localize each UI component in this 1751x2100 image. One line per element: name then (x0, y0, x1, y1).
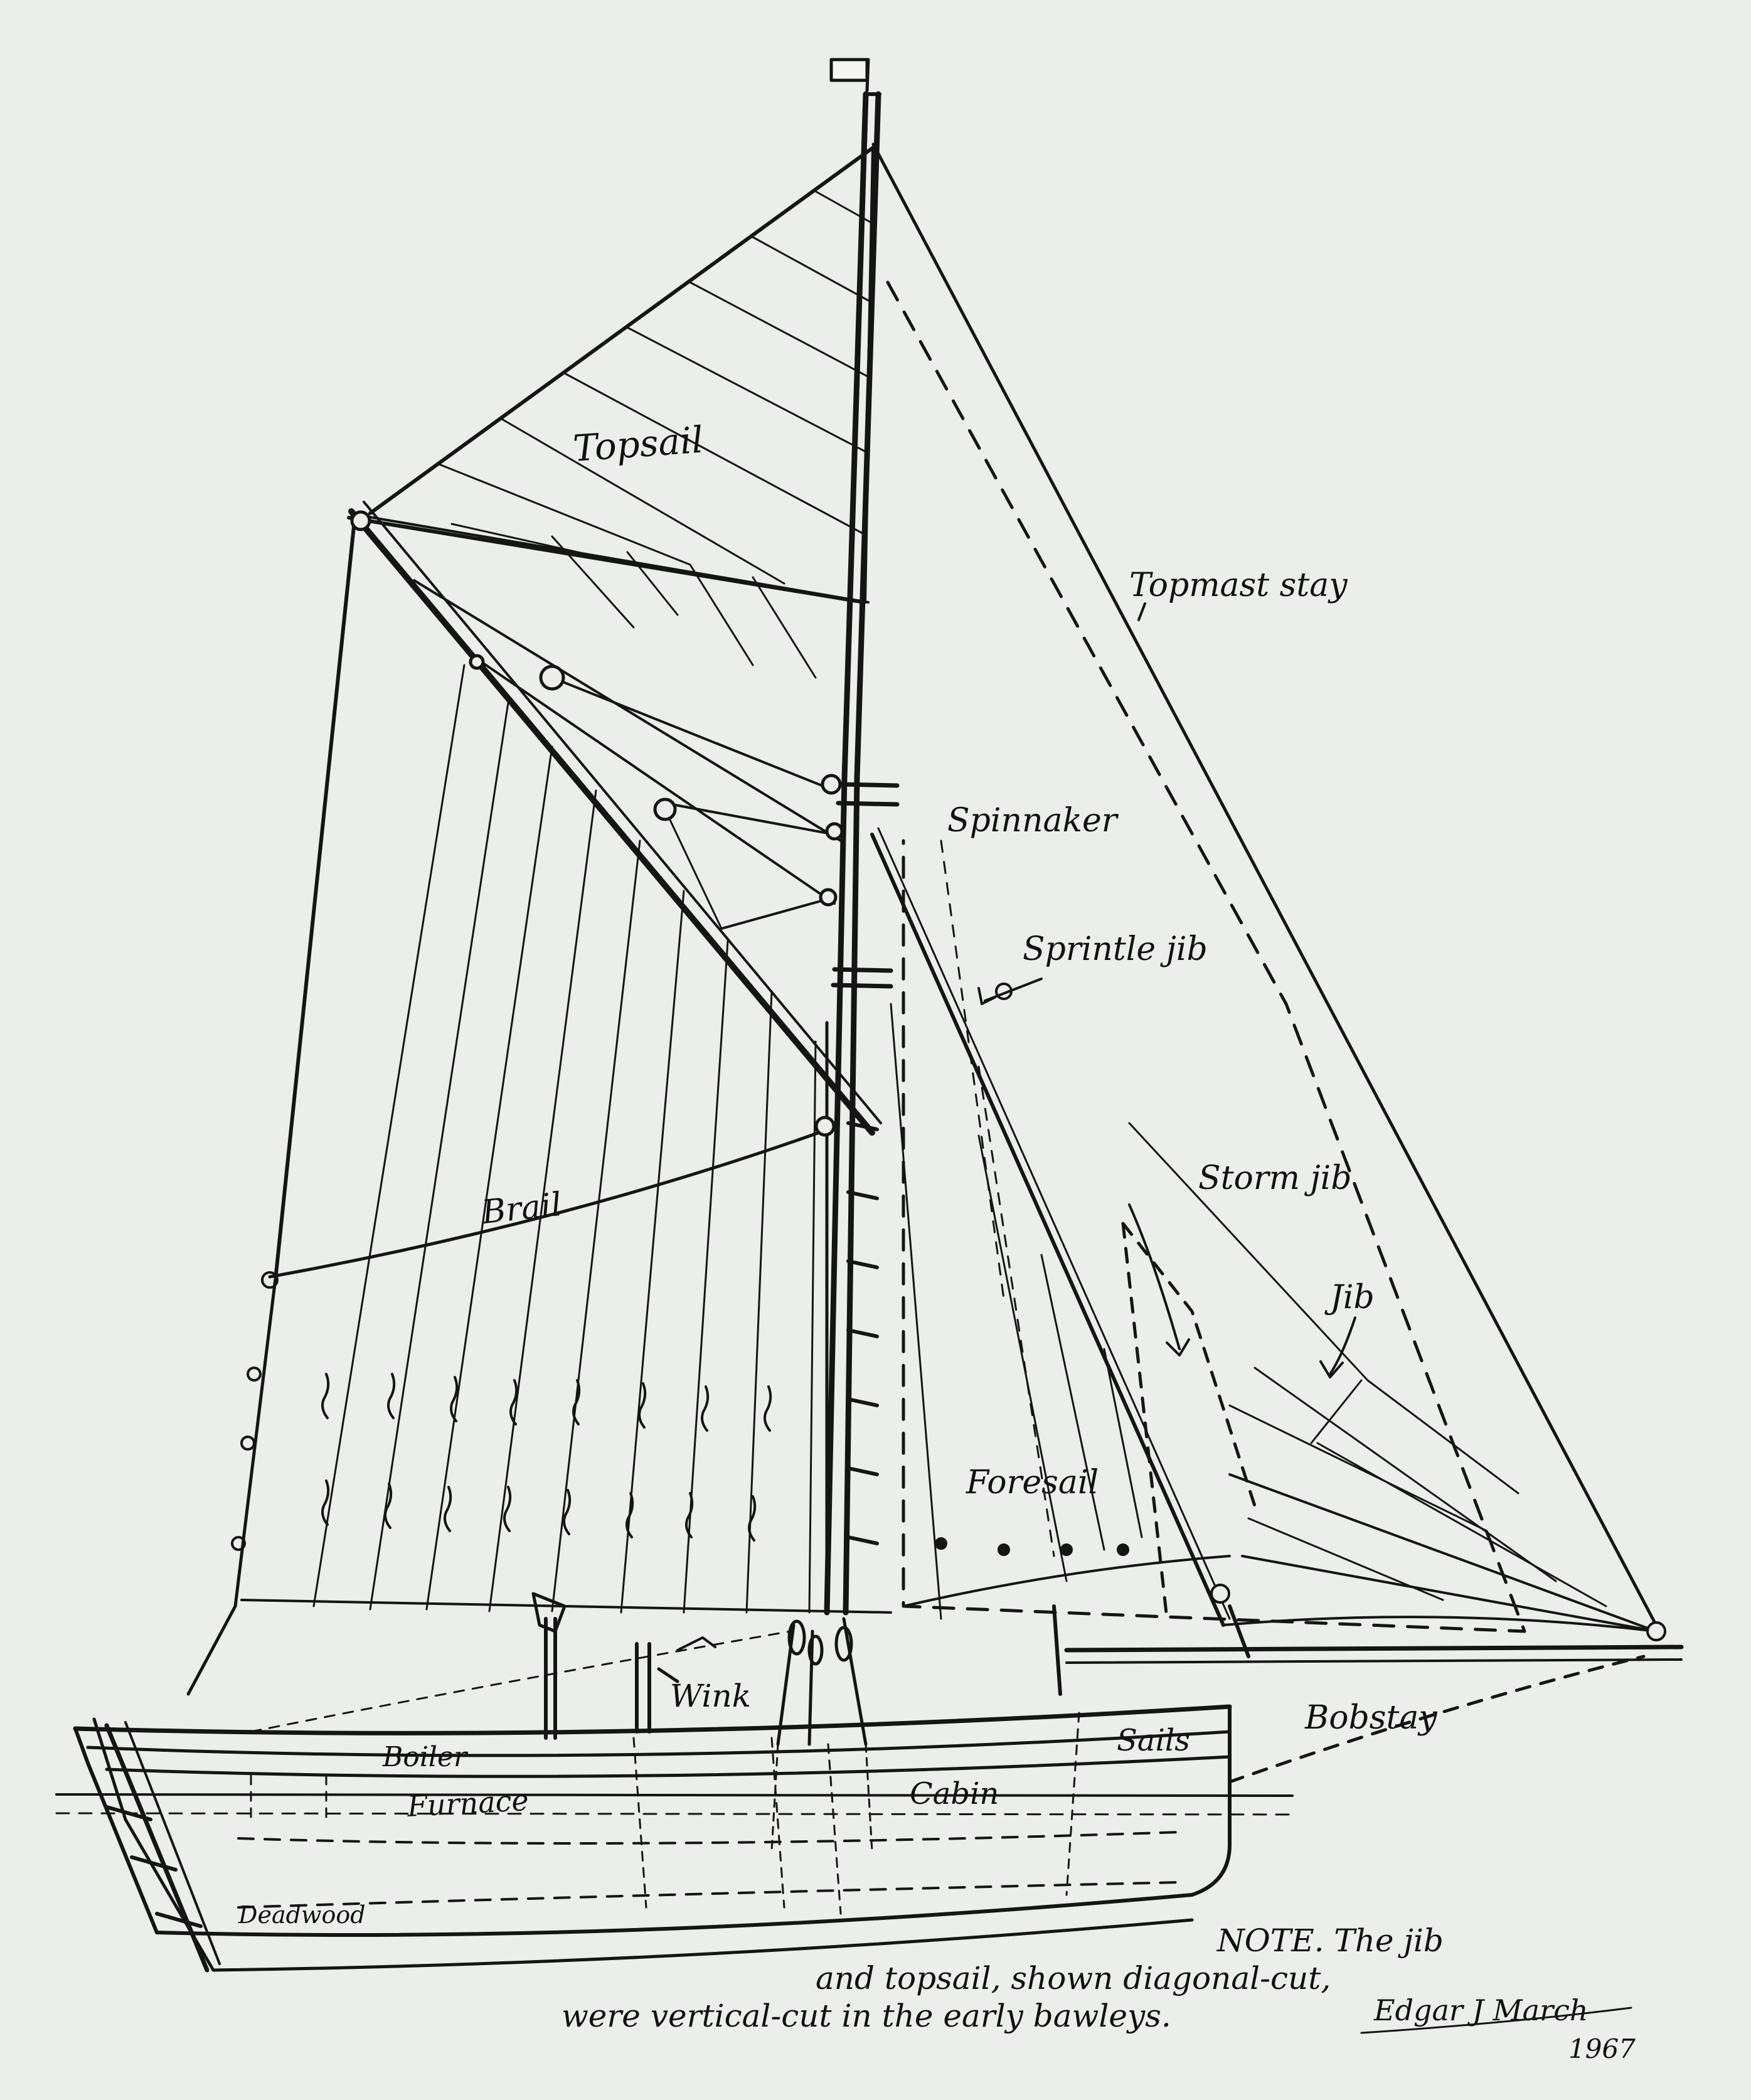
hull (55, 1592, 1294, 1973)
label-furnace: Furnace (406, 1783, 530, 1823)
signature-name: Edgar J March (1373, 1993, 1588, 2027)
masthead-flag (829, 58, 881, 96)
mast (824, 91, 900, 1616)
note-line-3: were vertical-cut in the early bawleys. (561, 1998, 1171, 2034)
label-cabin: Cabin (910, 1776, 999, 1811)
label-jib: Jib (1324, 1279, 1375, 1316)
label-spinnaker: Spinnaker (947, 802, 1119, 839)
label-topmast-stay: Topmast stay (1129, 567, 1348, 604)
signature-year: 1967 (1568, 2033, 1636, 2064)
drawing-note: NOTE. The jib and topsail, shown diagona… (561, 1922, 1444, 2034)
label-boiler: Boiler (382, 1741, 469, 1773)
mainsail (186, 501, 892, 1696)
label-brail: Brail (479, 1186, 563, 1232)
signature: Edgar J March 1967 (1360, 1993, 1636, 2064)
note-line-1: NOTE. The jib (1216, 1922, 1444, 1959)
note-line-2: and topsail, shown diagonal-cut, (816, 1960, 1331, 1996)
label-foresail: Foresail (966, 1464, 1099, 1501)
label-bobstay: Bobstay (1304, 1699, 1437, 1737)
label-wink: Wink (670, 1678, 751, 1714)
label-sprintle-jib: Sprintle jib (1023, 930, 1208, 968)
label-topsail: Topsail (572, 418, 705, 470)
label-sails: Sails (1117, 1723, 1190, 1758)
label-storm-jib: Storm jib (1198, 1159, 1352, 1197)
topsail (347, 146, 875, 679)
label-deadwood: Deadwood (238, 1901, 366, 1929)
headsails (870, 142, 1666, 1641)
bowsprit-bobstay (1052, 1604, 1684, 1784)
